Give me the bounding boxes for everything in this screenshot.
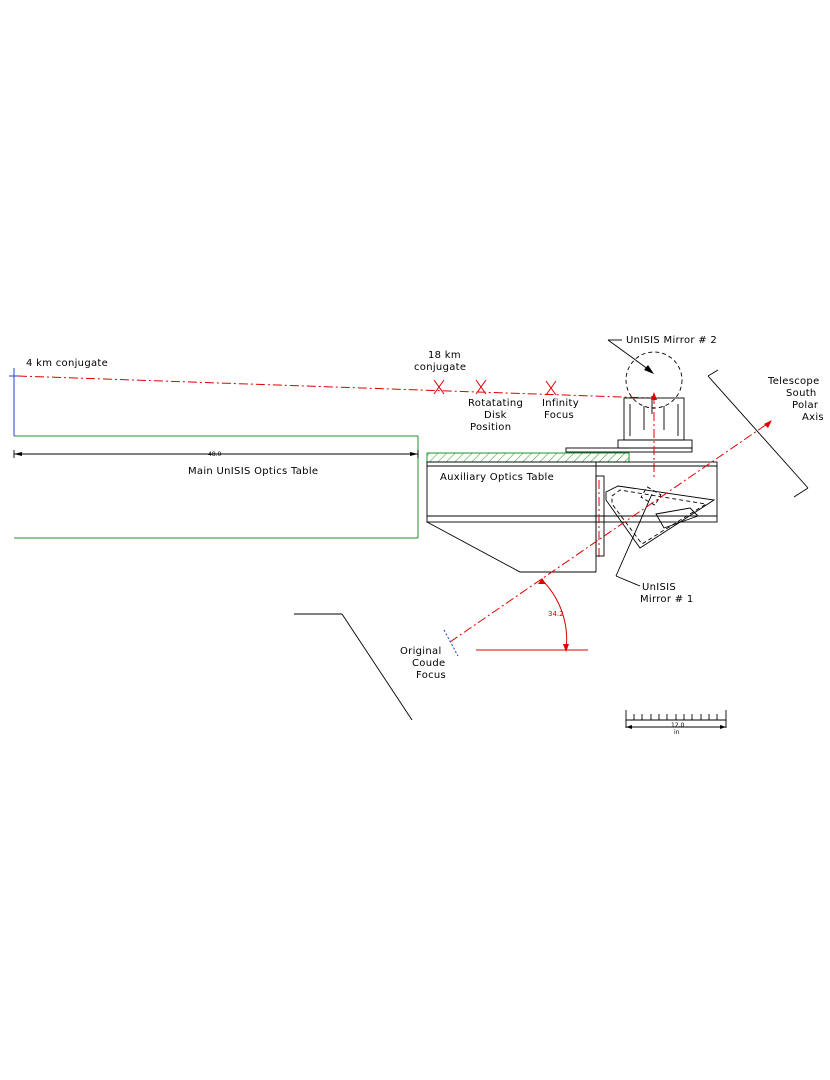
mirror-1-assembly [605,485,716,587]
label-mirror-1-line1: UnISIS [642,582,676,593]
label-aux-table: Auxiliary Optics Table [440,472,554,483]
label-coude-line3: Focus [416,670,446,681]
label-main-table: Main UnISIS Optics Table [188,466,318,477]
conjugate-4km-marker [9,368,19,436]
infinity-focus-x [545,380,557,396]
coude-focus-marker [443,629,459,657]
label-infinity-line2: Focus [544,410,574,421]
rotating-disk-x [475,379,487,395]
label-telescope-line4: Axis [802,412,824,423]
beam-polar-axis [449,421,771,643]
label-scale-value: 12.0 [671,722,685,729]
label-mirror-1-line2: Mirror # 1 [640,594,694,605]
label-angle: 34.2 [548,610,564,618]
angle-indicator [476,578,588,652]
label-18km-line2: conjugate [414,362,466,373]
label-scale-unit: in [674,729,680,736]
label-telescope-line3: Polar [792,400,819,411]
label-18km-line1: 18 km [428,350,461,361]
label-telescope-line2: South [786,388,817,399]
telescope-edge [707,375,809,489]
label-dimension-48: 48.0 [208,451,222,458]
conjugate-18km-x [433,379,445,395]
label-rotating-line1: Rotatating [468,398,523,409]
label-rotating-line3: Position [470,422,511,433]
scale-bar [625,710,727,729]
mirror-2-assembly [565,339,693,478]
label-coude-line2: Coude [412,658,445,669]
label-mirror-2: UnISIS Mirror # 2 [626,335,717,346]
label-rotating-line2: Disk [484,410,507,421]
dimension-48 [13,450,419,458]
label-coude-line1: Original [400,646,442,657]
beam-path-main [17,375,651,399]
label-4km-conjugate: 4 km conjugate [26,358,108,369]
label-infinity-line1: Infinity [542,398,579,409]
label-telescope-line1: Telescope [767,376,820,387]
auxiliary-optics-table [426,452,718,573]
